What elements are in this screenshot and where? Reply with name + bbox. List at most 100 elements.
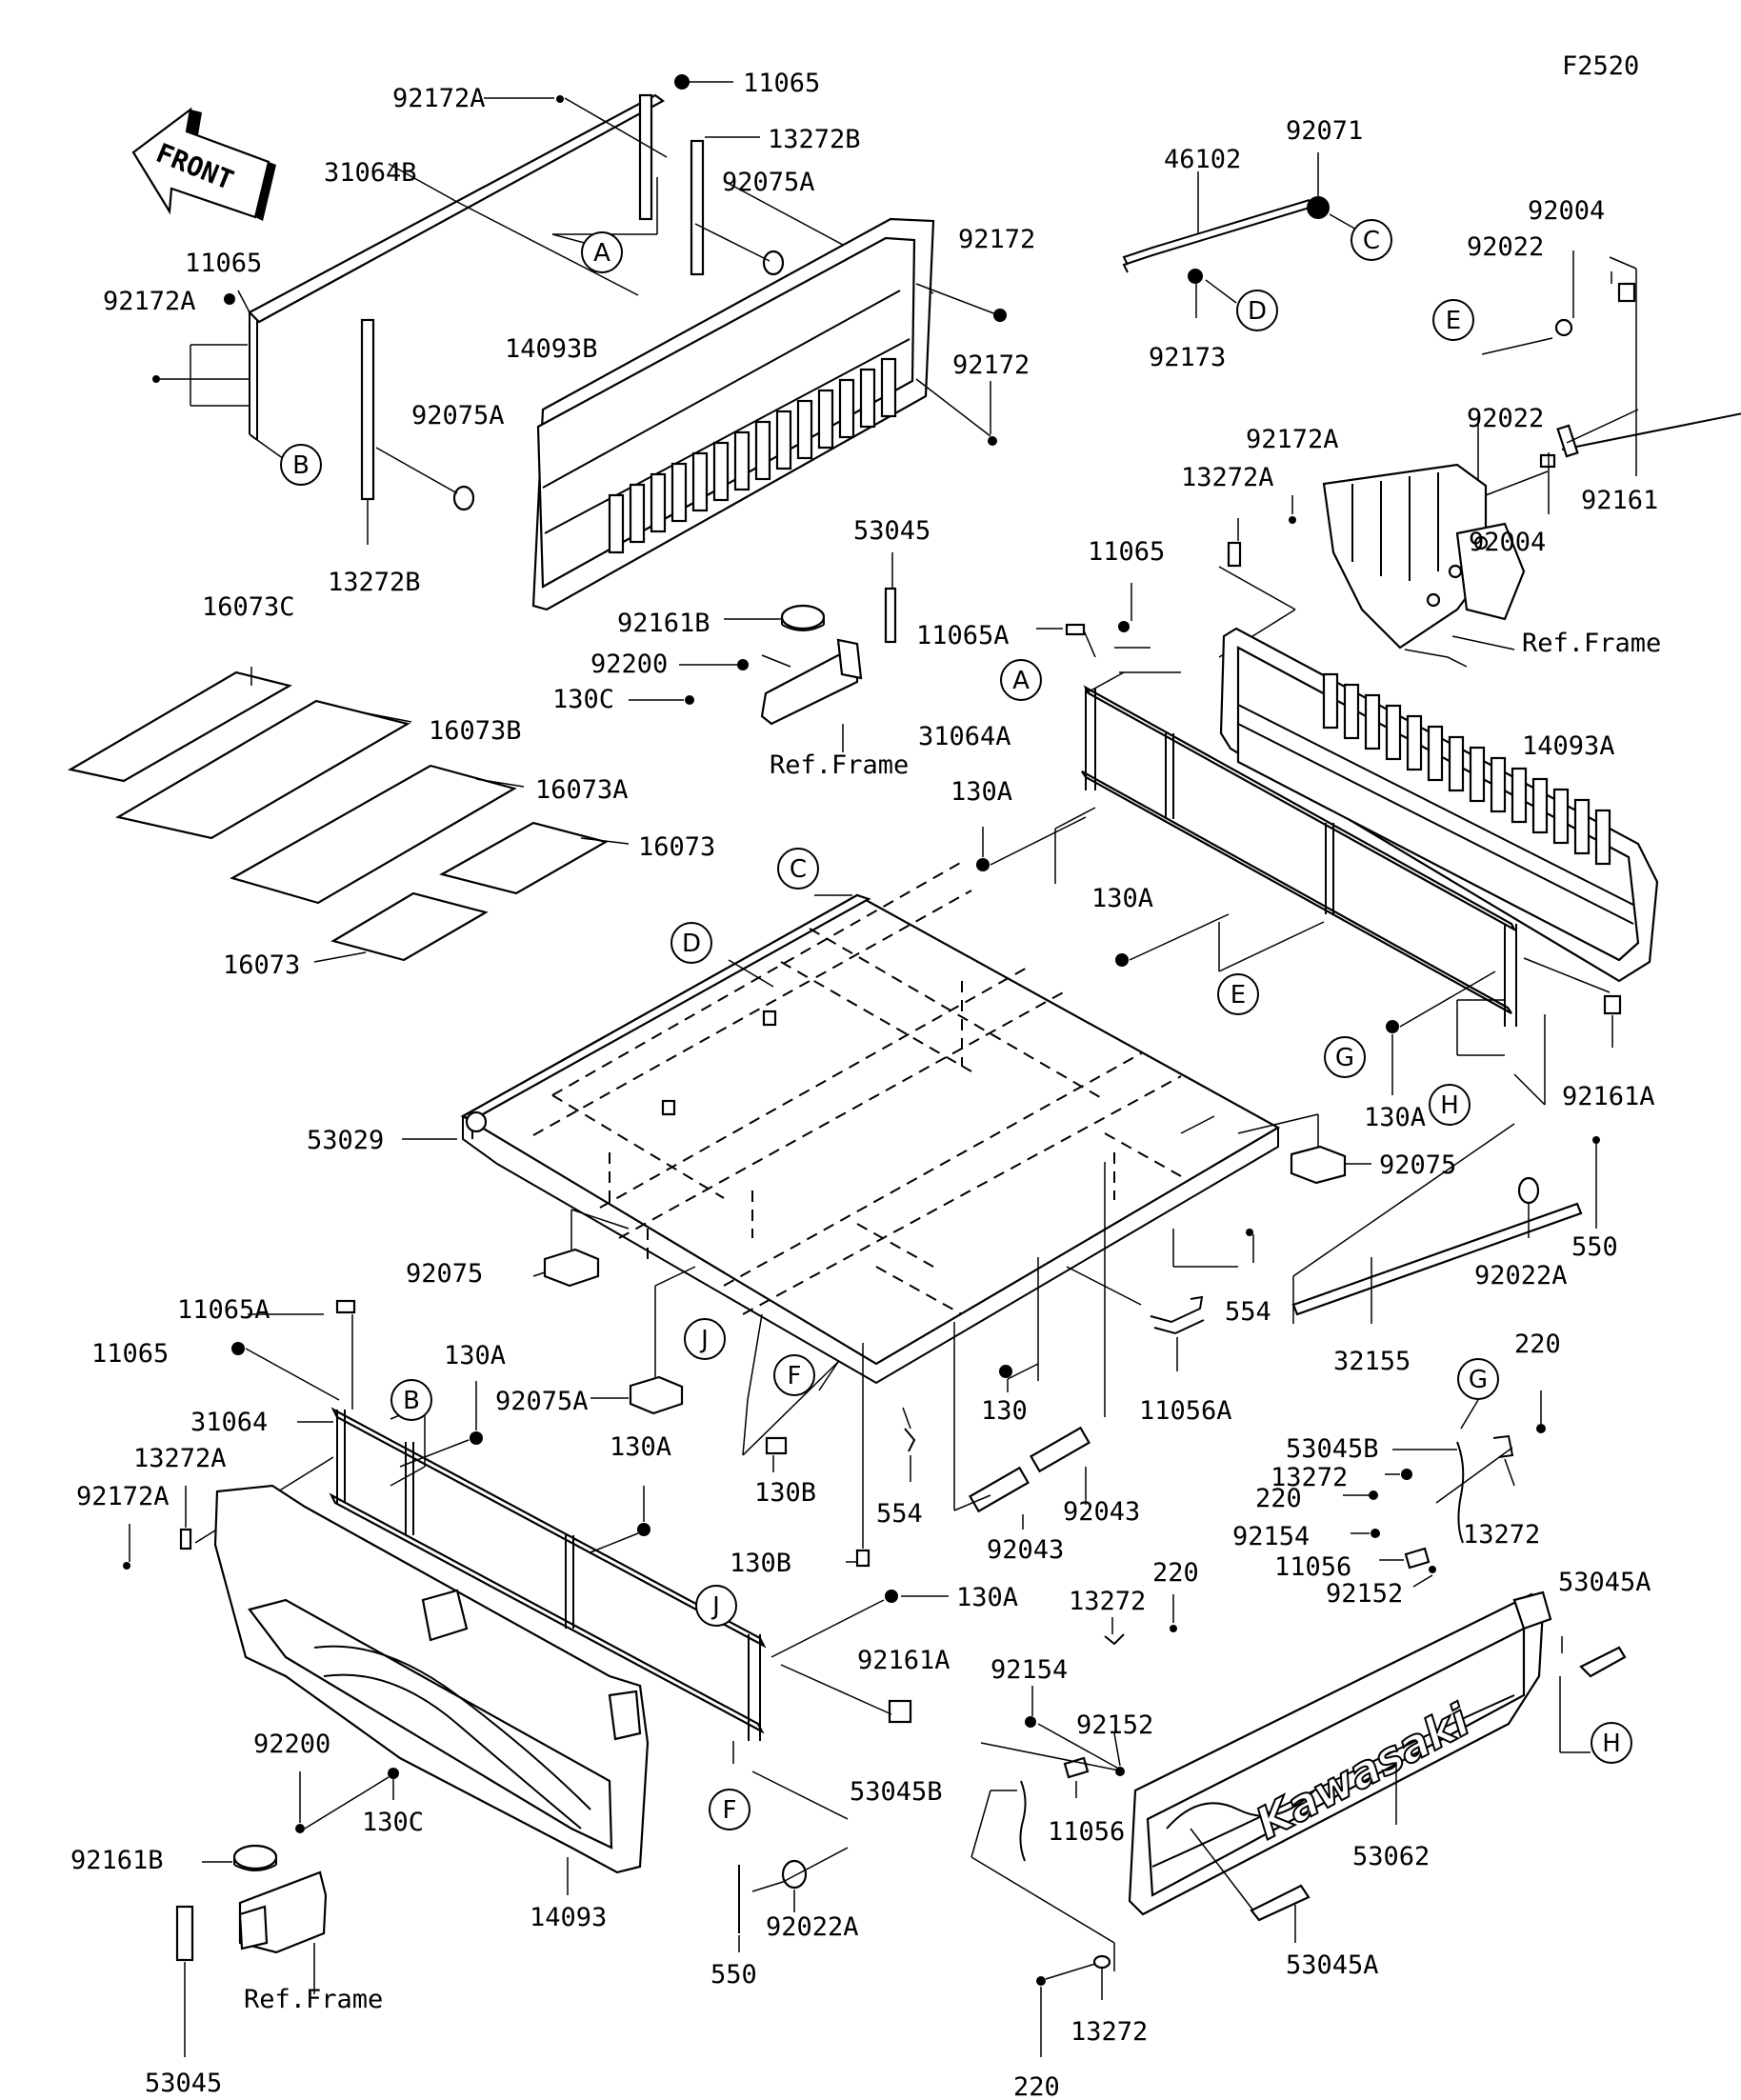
part-label-92161: 92161 [1581,486,1658,515]
part-label-92075a-mid: 92075A [411,401,505,430]
part-label-31064b: 31064B [324,158,417,188]
panel-rib [838,378,855,439]
ref-circle-j-low: J [695,1585,737,1627]
panel-rib [1594,809,1611,866]
ref-circle-d-mid: D [670,922,712,964]
ref-frame-label-2: Ref.Frame [770,750,909,780]
ref-circle-letter: G [1335,1044,1354,1072]
cushion-92075A-top [762,250,785,276]
part-label-92075-left: 92075 [406,1259,483,1289]
part-label-14093: 14093 [530,1903,607,1932]
part-label-92152-b: 92152 [1076,1710,1153,1740]
bracket-13272A-right [1227,541,1242,568]
ref-circle-letter: H [1440,1091,1459,1120]
rail-31064A [1081,685,1517,1027]
part-label-13272-d: 13272 [1071,2017,1148,2047]
part-label-92172a-left2: 92172A [76,1482,170,1511]
latch-assembly-bot [175,1768,399,2057]
part-label-554-right: 554 [1225,1297,1271,1327]
cushion-92075-right [1290,1145,1347,1185]
part-label-53045b-a: 53045B [1286,1434,1379,1464]
part-label-92172a-top: 92172A [392,84,486,113]
pin-554-mid [904,1428,916,1452]
part-label-11056-a: 11056 [1274,1552,1351,1582]
part-label-92161a-right: 92161A [1562,1082,1655,1111]
handle-53045A-b [1250,1884,1311,1922]
part-label-14093b: 14093B [505,334,598,364]
part-label-92161b-bot: 92161B [70,1846,164,1875]
part-label-92152-a: 92152 [1326,1579,1403,1609]
part-label-92172-b: 92172 [952,350,1030,380]
bolt-92172A-left [152,375,160,383]
part-label-31064: 31064 [190,1408,268,1437]
rod-92161 [1470,269,1741,504]
cushion-92075A-mid [452,485,475,511]
panel-rib [1364,693,1381,750]
part-label-13272b-top: 13272B [768,125,861,154]
part-label-130a-a: 130A [951,777,1012,807]
panel-53062: Kawasaki [1128,1590,1552,1916]
bracket-13272A-left [179,1528,192,1550]
part-label-130b-b: 130B [730,1549,791,1578]
part-label-92022-top: 92022 [1467,232,1544,262]
panel-rib [859,368,876,429]
part-label-92161a-mid: 92161A [857,1646,951,1675]
bracket-13272-a [1492,1434,1514,1458]
bolt-130B-b [855,1549,870,1568]
cable-46102 [1122,196,1330,284]
panel-rib [650,472,667,533]
part-label-130a-d: 130A [444,1341,506,1370]
part-label-13272-c: 13272 [1069,1587,1146,1616]
panel-14093 [213,1484,650,1874]
pin-92043-b [969,1466,1030,1513]
ref-circle-c-right: C [1351,219,1392,261]
panel-rib [629,483,646,544]
part-label-16073-a: 16073 [638,832,715,862]
panel-rib [1406,714,1423,771]
panel-14093A [1219,627,1659,983]
mats-16073 [68,667,630,963]
part-label-13272b-bot: 13272B [328,568,421,597]
panel-rib [1385,704,1402,761]
part-label-11065-left2: 11065 [91,1339,169,1369]
nut-11065-left [224,293,235,305]
nut-11065A-right [1065,623,1086,636]
pad-92161A-right [1603,994,1622,1015]
part-label-53045a-a: 53045A [1558,1568,1651,1597]
ref-circle-d-right: D [1236,290,1278,331]
ref-circle-letter: G [1469,1366,1488,1394]
ref-circle-h-mid: H [1429,1084,1471,1126]
part-label-92075-right: 92075 [1379,1150,1456,1180]
bolt-92172-b [988,436,997,446]
panel-rib [880,357,897,418]
ref-circle-g-low: G [1457,1358,1499,1400]
panel-rib [1490,756,1507,813]
part-label-130a-e: 130A [610,1432,671,1462]
part-label-31064a: 31064A [918,722,1011,751]
panel-rib [1469,746,1486,803]
part-label-130c-mid: 130C [552,685,614,714]
part-label-92200-bot: 92200 [253,1730,330,1759]
ref-circle-letter: E [1446,307,1461,335]
panel-14093B [531,217,935,611]
part-label-92173: 92173 [1149,343,1226,372]
panel-rib [775,410,792,470]
ref-circle-letter: F [723,1796,737,1825]
part-label-130a-f: 130A [956,1583,1018,1612]
part-label-16073a: 16073A [535,775,629,805]
part-label-92154-b: 92154 [991,1655,1068,1685]
panel-rib [796,399,813,460]
panel-rib [1427,725,1444,782]
ref-circle-j-mid: J [684,1318,726,1360]
panel-rib [1531,777,1549,834]
part-label-53062: 53062 [1352,1842,1430,1871]
part-label-53045a-b: 53045A [1286,1950,1379,1980]
part-label-53029: 53029 [307,1126,384,1155]
part-label-220-b: 220 [1255,1484,1302,1513]
ref-frame-label-1: Ref.Frame [1522,629,1661,658]
pin-92043-a [1030,1426,1091,1473]
panel-rib [1343,683,1360,740]
part-label-13272a-left: 13272A [133,1444,227,1473]
part-label-92172a-left: 92172A [103,287,196,316]
